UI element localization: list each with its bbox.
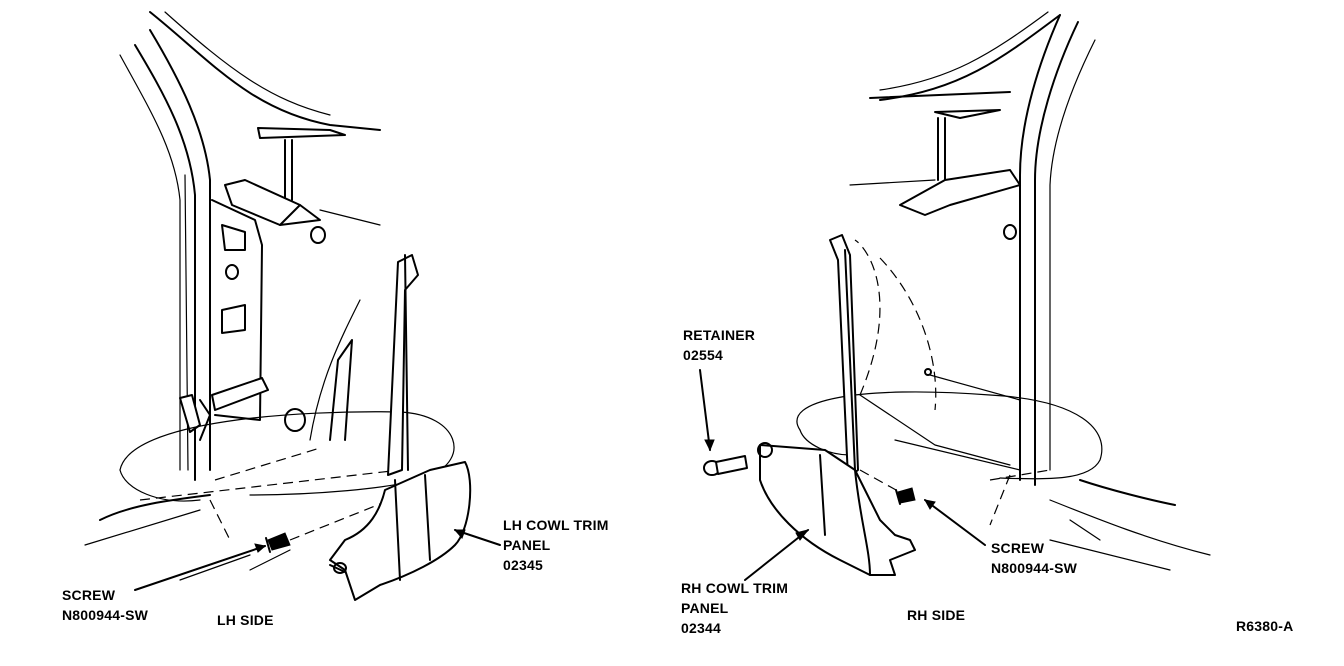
rh-screw-line1: SCREW [991,540,1045,556]
retainer-arrow-icon [704,439,715,452]
rh-panel-leader [744,529,809,581]
lh-panel-arrow-icon [453,529,466,539]
lh-screw-icon [265,532,291,553]
rh-side-label: RH SIDE [907,607,966,623]
lh-cowl-trim-panel [329,254,472,601]
rh-cowl-trim-panel-line2: PANEL [681,600,729,616]
lh-cowl-trim-panel-line1: LH COWL TRIM [503,517,609,533]
rh-screw-label: SCREW N800944-SW [991,538,1077,578]
rh-panel-arrow-icon [795,529,810,541]
retainer-leader [699,369,711,451]
lh-screw-arrow-icon [254,543,267,553]
rh-screw-icon [895,487,916,505]
lh-cowl-trim-panel-line2: PANEL [503,537,551,553]
retainer-line1: RETAINER [683,327,756,343]
lh-cowl-trim-panel-line3: 02345 [503,557,543,573]
lh-side-label: LH SIDE [217,612,274,628]
rh-cowl-trim-panel-line3: 02344 [681,620,721,636]
lh-screw-leader [134,545,266,591]
rh-screw-line2: N800944-SW [991,560,1078,576]
rh-body-structure [796,11,1211,571]
lh-screw-label: SCREW N800944-SW [62,585,148,625]
retainer-label: RETAINER 02554 [683,325,755,365]
rh-screw-leader [924,499,986,546]
lh-screw-line1: SCREW [62,587,116,603]
rh-cowl-trim-panel-label: RH COWL TRIM PANEL 02344 [681,578,788,638]
rh-cowl-trim-panel-line1: RH COWL TRIM [681,580,789,596]
lh-screw-line2: N800944-SW [62,607,149,623]
lh-body-structure [84,11,455,581]
retainer-line2: 02554 [683,347,723,363]
rh-cowl-trim-panel [757,234,916,576]
figure-code: R6380-A [1236,618,1294,634]
retainer-icon [703,455,748,476]
lh-cowl-trim-panel-label: LH COWL TRIM PANEL 02345 [503,515,609,575]
rh-screw-arrow-icon [924,499,936,510]
